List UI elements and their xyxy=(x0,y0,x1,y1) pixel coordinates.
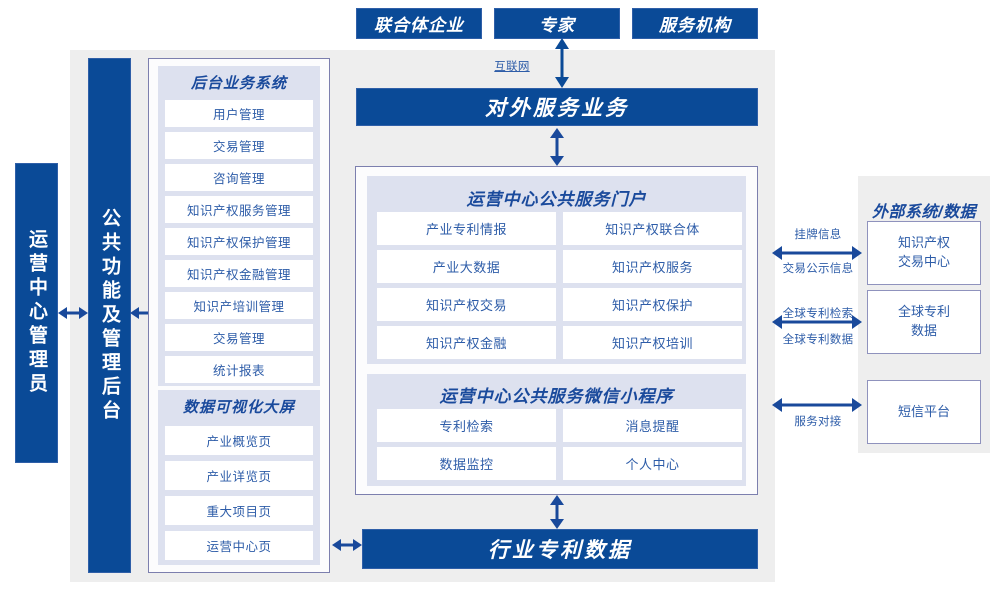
external-item-1-label: 全球专利 数据 xyxy=(897,304,950,338)
miniprogram-title: 运营中心公共服务微信小程序 xyxy=(439,387,674,406)
actor-union-enterprise-label: 联合体企业 xyxy=(374,16,464,35)
portal-item-5-label: 知识产权保护 xyxy=(611,298,693,313)
external-service-bar[interactable]: 对外服务业务 xyxy=(356,88,758,126)
external-item-0-label: 知识产权 交易中心 xyxy=(897,235,950,269)
visualization-item-2[interactable]: 重大项目页 xyxy=(165,496,313,525)
backoffice-item-6[interactable]: 知识产培训管理 xyxy=(165,292,313,319)
global-patent-arrow-icon xyxy=(772,315,862,329)
internet-arrow-icon xyxy=(555,38,569,88)
portal-item-4-label: 知识产权交易 xyxy=(425,298,507,313)
external-item-ip-trading-center[interactable]: 知识产权 交易中心 xyxy=(867,221,981,285)
listing-info-label: 挂牌信息 xyxy=(794,229,842,241)
internet-connector-label: 互联网 xyxy=(494,61,530,73)
trade-public-info-label: 交易公示信息 xyxy=(782,263,854,275)
portal-item-0[interactable]: 产业专利情报 xyxy=(377,212,556,245)
portal-item-6-label: 知识产权金融 xyxy=(425,336,507,351)
portal-item-5[interactable]: 知识产权保护 xyxy=(563,288,742,321)
visualization-item-0[interactable]: 产业概览页 xyxy=(165,426,313,455)
miniprogram-item-0-label: 专利检索 xyxy=(439,419,494,434)
miniprogram-item-3[interactable]: 个人中心 xyxy=(563,447,742,480)
portal-item-3-label: 知识产权服务 xyxy=(611,260,693,275)
miniprogram-item-0[interactable]: 专利检索 xyxy=(377,409,556,442)
portal-item-2[interactable]: 产业大数据 xyxy=(377,250,556,283)
backoffice-item-5[interactable]: 知识产权金融管理 xyxy=(165,260,313,287)
portal-item-7[interactable]: 知识产权培训 xyxy=(563,326,742,359)
backoffice-item-3[interactable]: 知识产权服务管理 xyxy=(165,196,313,223)
visualization-item-3-label: 运营中心页 xyxy=(206,540,272,554)
backoffice-item-0[interactable]: 用户管理 xyxy=(165,100,313,127)
actor-expert[interactable]: 专家 xyxy=(494,8,620,39)
portal-item-1-label: 知识产权联合体 xyxy=(605,222,700,237)
visualization-item-3[interactable]: 运营中心页 xyxy=(165,531,313,560)
global-patent-search-label: 全球专利检索 xyxy=(782,308,854,320)
portal-title: 运营中心公共服务门户 xyxy=(466,190,647,209)
backoffice-item-4-label: 知识产权保护管理 xyxy=(186,236,291,250)
backoffice-to-patentdata-arrow-icon xyxy=(332,539,362,551)
miniprogram-item-2-label: 数据监控 xyxy=(439,457,494,472)
backoffice-item-3-label: 知识产权服务管理 xyxy=(186,204,291,218)
actor-expert-label: 专家 xyxy=(539,16,575,35)
backoffice-item-6-label: 知识产培训管理 xyxy=(193,300,285,314)
portal-item-3[interactable]: 知识产权服务 xyxy=(563,250,742,283)
backoffice-title: 后台业务系统 xyxy=(190,75,287,92)
service-to-portal-arrow-icon xyxy=(550,128,564,166)
visualization-item-1-label: 产业详览页 xyxy=(206,470,272,484)
actor-service-agency[interactable]: 服务机构 xyxy=(632,8,758,39)
backoffice-item-7-label: 交易管理 xyxy=(212,332,265,346)
external-item-sms-platform[interactable]: 短信平台 xyxy=(867,380,981,444)
rail-operation-admin-label: 运营中心管理员 xyxy=(26,229,47,397)
portal-item-6[interactable]: 知识产权金融 xyxy=(377,326,556,359)
backoffice-item-1[interactable]: 交易管理 xyxy=(165,132,313,159)
visualization-item-1[interactable]: 产业详览页 xyxy=(165,461,313,490)
global-patent-data-label: 全球专利数据 xyxy=(782,334,854,346)
visualization-title: 数据可视化大屏 xyxy=(182,399,295,416)
external-item-2-label: 短信平台 xyxy=(897,403,950,419)
miniprogram-item-3-label: 个人中心 xyxy=(625,457,680,472)
backoffice-item-1-label: 交易管理 xyxy=(212,140,265,154)
rail-common-functions[interactable]: 公共功能及管理后台 xyxy=(88,58,131,573)
backoffice-item-2[interactable]: 咨询管理 xyxy=(165,164,313,191)
backoffice-item-8-label: 统计报表 xyxy=(212,364,265,378)
backoffice-item-8[interactable]: 统计报表 xyxy=(165,356,313,383)
portal-item-7-label: 知识产权培训 xyxy=(611,336,693,351)
external-item-global-patent-data[interactable]: 全球专利 数据 xyxy=(867,290,981,354)
portal-to-patentdata-arrow-icon xyxy=(550,495,564,529)
actor-service-agency-label: 服务机构 xyxy=(659,16,731,35)
service-docking-label: 服务对接 xyxy=(794,416,842,428)
portal-item-0-label: 产业专利情报 xyxy=(425,222,507,237)
visualization-item-0-label: 产业概览页 xyxy=(206,435,272,449)
visualization-item-2-label: 重大项目页 xyxy=(206,505,272,519)
portal-item-2-label: 产业大数据 xyxy=(432,260,501,275)
miniprogram-item-2[interactable]: 数据监控 xyxy=(377,447,556,480)
external-service-bar-label: 对外服务业务 xyxy=(485,97,629,120)
backoffice-item-2-label: 咨询管理 xyxy=(212,172,265,186)
industry-patent-data-bar[interactable]: 行业专利数据 xyxy=(362,529,758,569)
backoffice-item-7[interactable]: 交易管理 xyxy=(165,324,313,351)
miniprogram-item-1-label: 消息提醒 xyxy=(625,419,680,434)
actor-union-enterprise[interactable]: 联合体企业 xyxy=(356,8,482,39)
rail-operation-admin[interactable]: 运营中心管理员 xyxy=(15,163,58,463)
backoffice-item-0-label: 用户管理 xyxy=(212,108,265,122)
portal-item-1[interactable]: 知识产权联合体 xyxy=(563,212,742,245)
admin-to-common-arrow-icon xyxy=(58,307,88,319)
portal-item-4[interactable]: 知识产权交易 xyxy=(377,288,556,321)
service-docking-arrow-icon xyxy=(772,398,862,412)
miniprogram-item-1[interactable]: 消息提醒 xyxy=(563,409,742,442)
backoffice-item-5-label: 知识产权金融管理 xyxy=(186,268,291,282)
backoffice-item-4[interactable]: 知识产权保护管理 xyxy=(165,228,313,255)
rail-common-functions-label: 公共功能及管理后台 xyxy=(99,207,120,424)
industry-patent-data-label: 行业专利数据 xyxy=(488,539,632,562)
external-systems-title: 外部系统/数据 xyxy=(872,204,976,221)
listing-info-arrow-icon xyxy=(772,246,862,260)
